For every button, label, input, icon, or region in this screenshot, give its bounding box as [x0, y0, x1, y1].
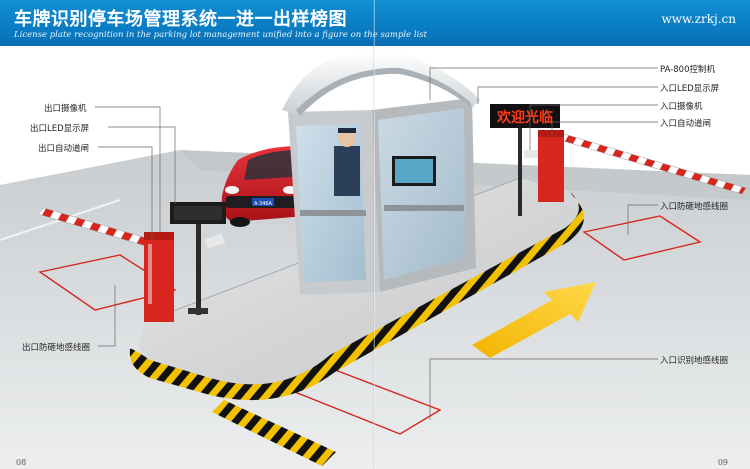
car-plate-text: A·346A [254, 201, 273, 207]
exit-led-assembly [170, 202, 226, 315]
label-controller: PA-800控制机 [660, 65, 716, 75]
header-band: 车牌识别停车场管理系统一进一出样榜图 License plate recogni… [0, 0, 750, 46]
page-gutter [373, 0, 375, 469]
entry-barrier [538, 130, 747, 202]
exit-barrier [37, 207, 174, 322]
led-welcome-text: 欢迎光临 [496, 109, 553, 126]
label-entry-recognition-loop: 入口识别地感线圈 [660, 356, 729, 366]
label-entry-loop: 入口防砸地感线圈 [660, 202, 729, 212]
callout-lines [95, 67, 658, 420]
toll-booth [282, 52, 480, 295]
exit-loop-marking [38, 254, 177, 311]
label-exit-led: 出口LED显示屏 [30, 124, 90, 134]
label-entry-camera: 入口摄像机 [660, 102, 703, 112]
page-subtitle: License plate recognition in the parking… [14, 30, 428, 40]
label-exit-barrier: 出口自动道闸 [38, 144, 90, 154]
label-exit-loop: 出口防砸地感线圈 [22, 343, 91, 353]
website-url: www.zrkj.cn [661, 12, 736, 26]
direction-arrow [472, 282, 596, 358]
label-exit-camera: 出口摄像机 [44, 104, 87, 114]
page-title: 车牌识别停车场管理系统一进一出样榜图 [14, 9, 347, 30]
page-number-right: 09 [717, 458, 728, 467]
island-curb [129, 192, 585, 401]
label-entry-led: 入口LED显示屏 [660, 84, 720, 94]
label-entry-barrier: 入口自动道闸 [660, 119, 712, 129]
speed-bump [212, 400, 336, 466]
entry-led-assembly: 欢迎光临 [490, 104, 560, 216]
page-number-left: 08 [16, 458, 27, 467]
entry-loop-marking [582, 215, 702, 261]
